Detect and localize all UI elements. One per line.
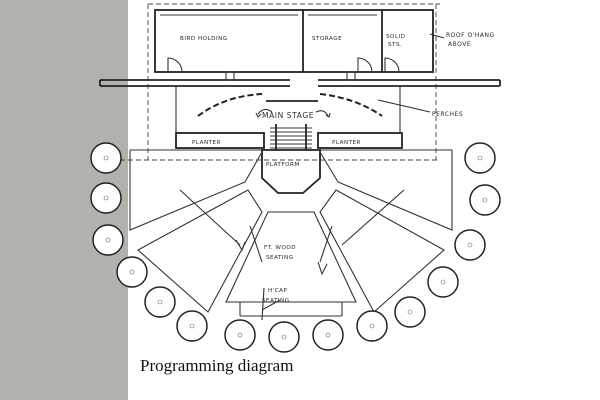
tree-trunk	[157, 299, 163, 305]
label-wood-seating-2: SEATING	[266, 255, 294, 261]
tree-trunk	[105, 237, 111, 243]
tree-trunk	[189, 323, 195, 329]
tree-trunk	[369, 323, 375, 329]
seating-center-block	[225, 211, 357, 303]
leader-lines	[261, 33, 445, 311]
tree	[224, 319, 256, 351]
tree	[427, 266, 459, 298]
tree-trunk	[237, 332, 243, 338]
tree	[92, 224, 124, 256]
perches-right	[319, 93, 383, 117]
tree	[464, 142, 496, 174]
tree-trunk	[477, 155, 483, 161]
door-swing	[167, 57, 183, 73]
label-storage: STORAGE	[312, 36, 342, 42]
stage-area	[120, 86, 440, 161]
platform	[261, 149, 321, 194]
label-hcap-seating: SEATING	[262, 298, 290, 304]
tree	[90, 142, 122, 174]
seating-tick-left	[235, 239, 246, 252]
seating-left-outer	[129, 150, 263, 231]
building-outline	[154, 9, 434, 73]
tree	[90, 182, 122, 214]
label-solid: SOLID	[386, 34, 406, 40]
tree-trunk	[467, 242, 473, 248]
seating-left-wedge	[137, 189, 263, 313]
tree	[116, 256, 148, 288]
arrow-right	[315, 110, 329, 117]
label-main-stage: MAIN STAGE	[262, 111, 314, 120]
perches-left	[197, 93, 263, 117]
tree-trunk	[325, 332, 331, 338]
label-perches: PERCHES	[432, 111, 463, 118]
wall-band	[99, 71, 501, 87]
stairs	[270, 124, 312, 150]
building	[147, 3, 440, 160]
tree	[469, 184, 501, 216]
tree-trunk	[440, 279, 446, 285]
label-bird-holding: BIRD HOLDING	[180, 36, 228, 42]
tree-trunk	[407, 309, 413, 315]
label-hcap: H'CAP	[268, 288, 287, 294]
tree	[176, 310, 208, 342]
tree-trunk	[103, 155, 109, 161]
tree-trunk	[129, 269, 135, 275]
trees	[90, 142, 501, 353]
planter-left	[175, 132, 265, 149]
label-roof-above: ABOVE	[448, 41, 471, 48]
tree	[144, 286, 176, 318]
tree-trunk	[281, 334, 287, 340]
seating-right-wedge	[319, 189, 445, 313]
tree	[268, 321, 300, 353]
tree-trunk	[103, 195, 109, 201]
label-roof-overhang: ROOF O'HANG	[446, 32, 495, 39]
tree	[356, 310, 388, 342]
seating-tick-right	[317, 261, 328, 276]
arrow-left	[257, 108, 273, 115]
tree-trunk	[482, 197, 488, 203]
labels: BIRD HOLDING STORAGE SOLID STS. ROOF O'H…	[180, 32, 495, 304]
label-planter-left: PLANTER	[192, 140, 221, 146]
tree	[454, 229, 486, 261]
label-planter-right: PLANTER	[332, 140, 361, 146]
label-wood-seating: FT. WOOD	[264, 245, 296, 251]
label-platform: PLATFORM	[266, 162, 300, 168]
label-sts: STS.	[388, 42, 402, 48]
seating-layout	[129, 149, 453, 321]
caption: Programming diagram	[140, 356, 294, 375]
tree	[394, 296, 426, 328]
planter-right	[317, 132, 403, 149]
tree	[312, 319, 344, 351]
